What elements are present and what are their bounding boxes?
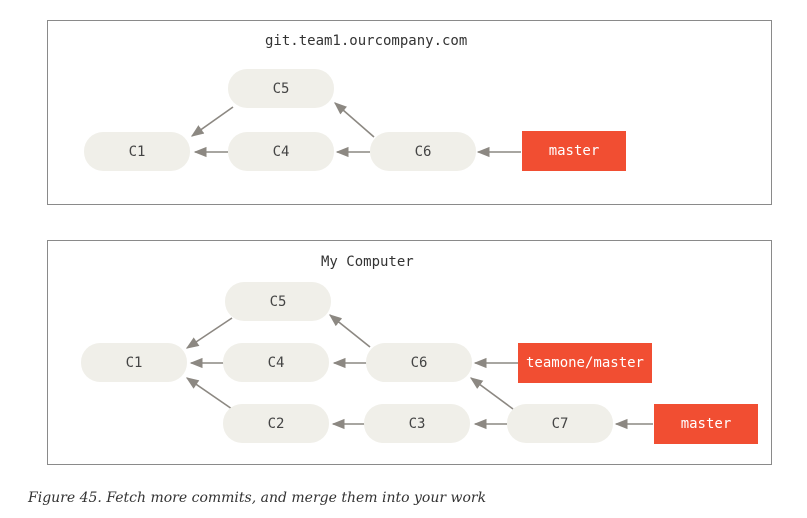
commit-c5: C5 bbox=[228, 69, 334, 108]
ref-teamone-master: teamone/master bbox=[518, 343, 652, 383]
edge-c5-c1 bbox=[190, 106, 234, 137]
remote-repo-panel: git.team1.ourcompany.com C1 C4 C5 C6 mas… bbox=[47, 20, 772, 205]
figure-caption: Figure 45. Fetch more commits, and merge… bbox=[28, 490, 487, 506]
commit-c7: C7 bbox=[507, 404, 613, 443]
commit-c5: C5 bbox=[225, 282, 331, 321]
remote-repo-title: git.team1.ourcompany.com bbox=[265, 33, 468, 49]
commit-c1: C1 bbox=[84, 132, 190, 171]
local-repo-panel: My Computer C1 C2 C3 C4 C5 C6 C7 teamone… bbox=[47, 240, 772, 465]
edge-c6-c5 bbox=[329, 314, 371, 348]
commit-c4: C4 bbox=[223, 343, 329, 382]
ref-master-remote: master bbox=[522, 131, 626, 171]
commit-c1: C1 bbox=[81, 343, 187, 382]
edge-c6-c5 bbox=[334, 102, 375, 138]
commit-c2: C2 bbox=[223, 404, 329, 443]
local-repo-title: My Computer bbox=[321, 254, 414, 270]
commit-c6: C6 bbox=[370, 132, 476, 171]
commit-c3: C3 bbox=[364, 404, 470, 443]
commit-c6: C6 bbox=[366, 343, 472, 382]
ref-master-local: master bbox=[654, 404, 758, 444]
edge-c7-c6 bbox=[469, 377, 514, 410]
edge-c2-c1 bbox=[185, 377, 233, 410]
commit-c4: C4 bbox=[228, 132, 334, 171]
edge-c5-c1 bbox=[185, 317, 233, 349]
